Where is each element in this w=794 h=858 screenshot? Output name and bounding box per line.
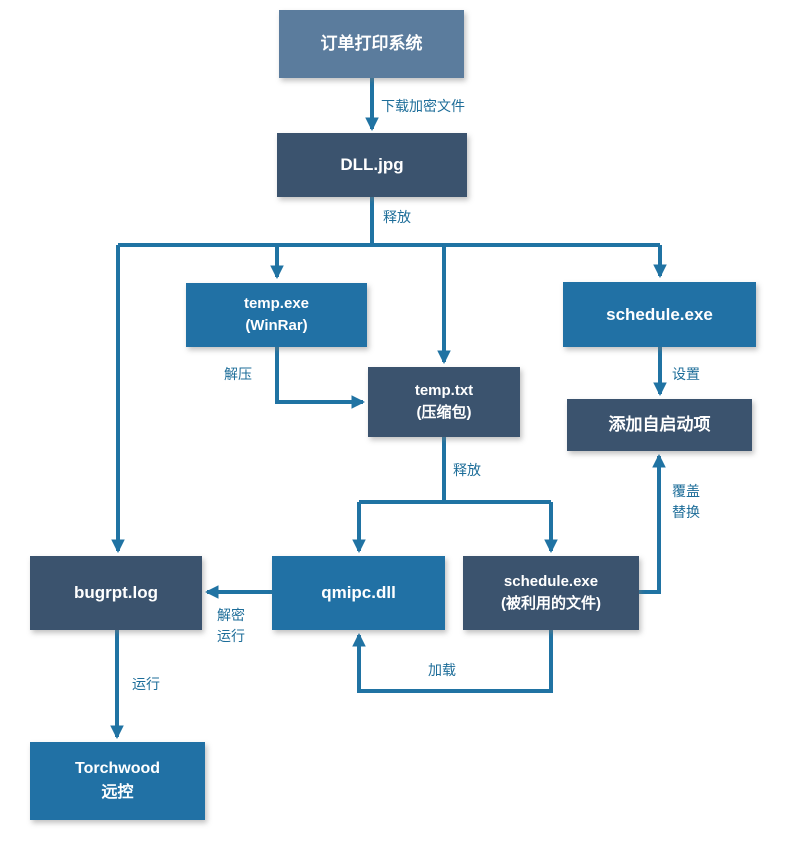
node-qmipc-dll: qmipc.dll	[272, 556, 445, 630]
node-label-line2: (压缩包)	[416, 404, 472, 421]
node-torchwood-rat: Torchwood 远控	[30, 742, 205, 820]
edge-label-overwrite-replace: 覆盖 替换	[672, 481, 700, 523]
node-schedule-exe-used: schedule.exe (被利用的文件)	[463, 556, 639, 630]
node-schedule-exe: schedule.exe	[563, 282, 756, 347]
node-label-line1: temp.txt	[414, 382, 474, 399]
edge-label-release-2: 释放	[453, 462, 481, 478]
node-label-line2: (被利用的文件)	[501, 595, 601, 612]
node-label: bugrpt.log	[73, 583, 159, 602]
edge-label-run: 运行	[132, 676, 160, 692]
edge-label-unzip: 解压	[224, 366, 252, 382]
edge-label-decrypt-run: 解密 运行	[217, 605, 245, 647]
edge-label-load: 加载	[428, 662, 456, 678]
node-label-line1: Torchwood	[74, 760, 161, 777]
node-label: 订单打印系统	[320, 34, 423, 53]
edge-label-setup: 设置	[672, 366, 700, 382]
node-temp-exe: temp.exe (WinRar)	[186, 283, 367, 347]
edge-label-release-1: 释放	[383, 209, 411, 225]
edge-label-overwrite-line2: 替换	[672, 504, 700, 520]
edge-label-decrypt-line1: 解密	[217, 607, 245, 623]
edge-label-overwrite-line1: 覆盖	[672, 483, 700, 499]
edge-temp-exe-to-temp-txt	[275, 347, 366, 409]
node-label: DLL.jpg	[340, 155, 404, 174]
node-label-line2: (WinRar)	[245, 317, 308, 334]
node-autostart-entry: 添加自启动项	[567, 399, 752, 451]
edge-label-download-encrypted-file: 下载加密文件	[381, 98, 465, 114]
node-label-line1: schedule.exe	[503, 573, 599, 590]
node-label-line2: 远控	[101, 784, 134, 801]
node-label-line1: temp.exe	[243, 295, 310, 312]
node-label: qmipc.dll	[321, 583, 396, 602]
node-bugrpt-log: bugrpt.log	[30, 556, 202, 630]
node-order-print-system: 订单打印系统	[279, 10, 464, 78]
node-temp-txt: temp.txt (压缩包)	[368, 367, 520, 437]
node-dll-jpg: DLL.jpg	[277, 133, 467, 197]
node-label: schedule.exe	[606, 304, 713, 324]
edge-label-decrypt-line2: 运行	[217, 628, 245, 644]
edge-schedule-used-to-autostart	[639, 453, 666, 594]
node-label: 添加自启动项	[608, 415, 711, 434]
